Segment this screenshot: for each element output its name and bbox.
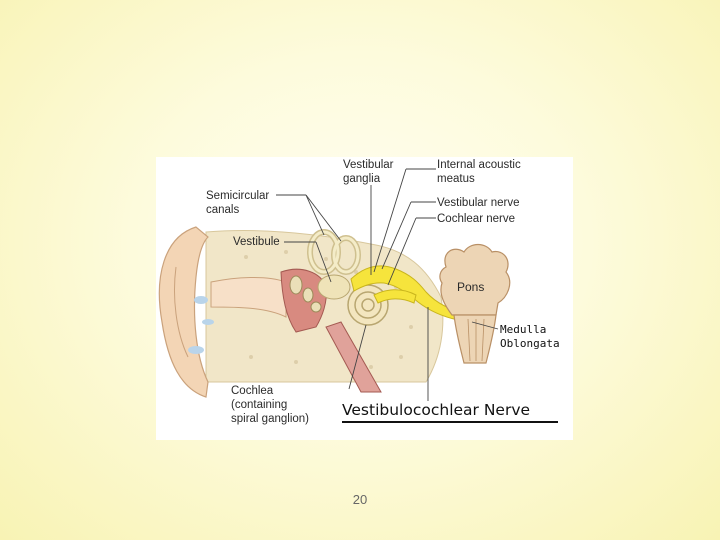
ear-canal [210, 276, 287, 318]
label-vestibulocochlear-nerve: Vestibulocochlear Nerve [342, 401, 531, 419]
label-cochlear-nerve: Cochlear nerve [437, 213, 515, 225]
label-medulla-oblongata: Medulla Oblongata [500, 323, 560, 350]
label-vestibular-ganglia: Vestibular ganglia [343, 159, 394, 185]
label-pons: Pons [457, 280, 485, 294]
ear-anatomy-figure: Vestibular ganglia Internal acoustic mea… [156, 157, 573, 440]
label-semicircular-canals: Semicircular canals [206, 190, 270, 216]
label-internal-acoustic-meatus: Internal acoustic meatus [437, 159, 521, 185]
page-number: 20 [352, 492, 368, 507]
ear-anatomy-drawing [158, 168, 511, 401]
label-vestibule: Vestibule [233, 236, 280, 248]
pons-shape [439, 243, 511, 316]
vestibule-shape [317, 274, 351, 300]
label-cochlea: Cochlea (containing spiral ganglion) [231, 385, 309, 425]
medulla-shape [453, 314, 497, 364]
nerve-label-underline [342, 421, 558, 423]
auricle [158, 226, 209, 398]
label-vestibular-nerve: Vestibular nerve [437, 197, 520, 209]
